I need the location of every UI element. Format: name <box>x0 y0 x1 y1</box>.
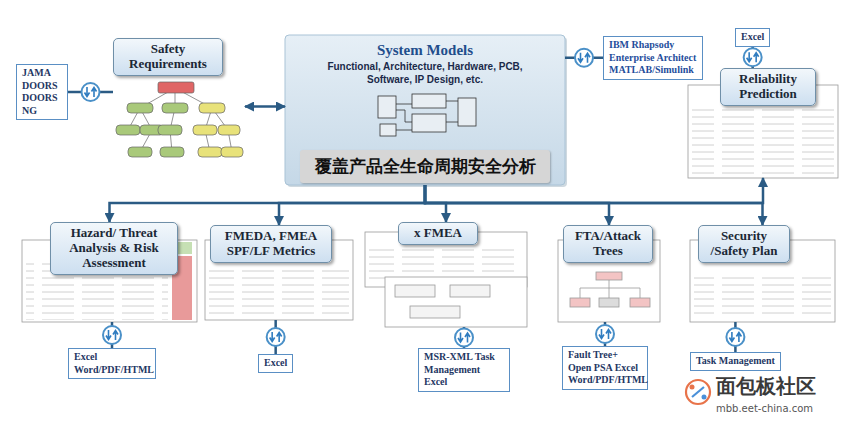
tool-box: JAMA DOORS DOORS NG <box>16 64 68 120</box>
tool-box: Fault Tree+ Open PSA Excel Word/PDF/HTML <box>562 346 648 390</box>
analysis-card: FTA/Attack Trees <box>558 225 660 322</box>
tool-box: IBM Rhapsody Enterprise Architect MATLAB… <box>603 36 703 80</box>
watermark: mbb.eet-china.com <box>716 403 813 414</box>
tool-box: Task Management <box>690 352 781 371</box>
box-text: MSR-XML Task Management Excel <box>424 351 504 389</box>
analysis-card: Hazard/ Threat Analysis & Risk Assessmen… <box>22 222 197 322</box>
box-title: Security /Safety Plan <box>698 225 790 263</box>
connector <box>245 105 285 108</box>
box-title: Safety Requirements <box>113 38 223 76</box>
sync-icon <box>267 328 285 346</box>
box-title: FMEDA, FMEA SPF/LF Metrics <box>210 225 332 263</box>
sync-icon <box>103 326 121 344</box>
system-models-panel: System ModelsFunctional, Architecture, H… <box>285 35 565 185</box>
box-text: Excel Word/PDF/HTML <box>74 351 150 376</box>
sync-icon <box>744 48 762 66</box>
sync-icon <box>267 328 285 346</box>
sync-arrows <box>729 332 741 342</box>
watermark-logo <box>686 380 710 404</box>
box-title: x FMEA <box>398 222 478 245</box>
box-text: IBM Rhapsody Enterprise Architect MATLAB… <box>609 39 697 77</box>
sync-arrows <box>458 333 470 343</box>
sync-icon <box>575 49 593 67</box>
subtitle: Functional, Architecture, Hardware, PCB,… <box>323 61 528 86</box>
box-text: JAMA DOORS DOORS NG <box>22 67 62 117</box>
tool-box: Excel <box>258 354 293 373</box>
block-diagram <box>378 94 476 136</box>
sync-icon <box>455 329 473 347</box>
box-text: Excel <box>741 31 764 44</box>
tool-box: Excel Word/PDF/HTML <box>68 348 156 379</box>
screenshot <box>22 85 838 327</box>
sync-arrows <box>599 329 611 339</box>
sync-icon <box>82 83 100 101</box>
box-text: Fault Tree+ Open PSA Excel Word/PDF/HTML <box>568 349 642 387</box>
box-title: Hazard/ Threat Analysis & Risk Assessmen… <box>50 222 178 275</box>
sync-icon <box>726 328 744 346</box>
sync-icon <box>596 325 614 343</box>
analysis-card: FMEDA, FMEA SPF/LF Metrics <box>205 225 353 320</box>
analysis-card: x FMEA <box>365 222 527 327</box>
analysis-card: Reliability Prediction <box>688 68 838 178</box>
sync-icon <box>82 83 100 101</box>
lifecycle-band: 覆盖产品全生命周期安全分析 <box>300 150 550 183</box>
analysis-card: Security /Safety Plan <box>690 225 835 322</box>
box-title: FTA/Attack Trees <box>563 225 653 263</box>
sync-arrows <box>85 87 97 97</box>
sync-icon <box>103 326 121 344</box>
connector <box>425 185 763 225</box>
watermark: 面包板社区 <box>716 373 816 400</box>
sync-arrows <box>106 330 118 340</box>
requirements-card: Safety Requirements <box>113 38 245 175</box>
sync-arrows <box>578 53 590 63</box>
box-title: Reliability Prediction <box>720 68 816 106</box>
sync-icon <box>726 328 744 346</box>
sync-arrows <box>747 52 759 62</box>
box-text: Task Management <box>696 355 775 368</box>
sync-icon <box>596 325 614 343</box>
sync-icon <box>744 48 762 66</box>
sync-icon <box>455 329 473 347</box>
sync-arrows <box>270 332 282 342</box>
connector <box>425 185 609 225</box>
sync-icon <box>575 49 593 67</box>
tool-box: Excel <box>735 28 770 47</box>
box-text: 覆盖产品全生命周期安全分析 <box>315 155 536 178</box>
box-title: System Models <box>285 42 565 59</box>
system-panel <box>285 35 565 185</box>
box-text: Excel <box>264 357 287 370</box>
requirement-tree <box>116 82 243 157</box>
tool-box: MSR-XML Task Management Excel <box>418 348 510 392</box>
connector <box>279 185 425 225</box>
